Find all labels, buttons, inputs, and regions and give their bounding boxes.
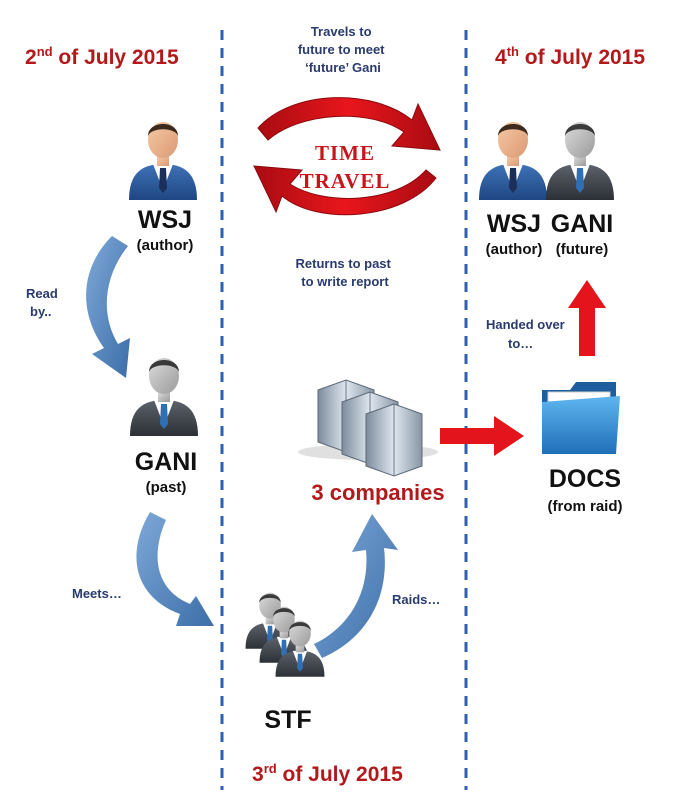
buildings-icon xyxy=(298,379,438,477)
gani-past-label: GANI xyxy=(135,448,198,476)
raids-arrow xyxy=(314,514,398,658)
meets-arrow xyxy=(136,512,214,626)
future-arrow xyxy=(257,97,441,151)
read-by-label: Read by.. xyxy=(26,286,61,319)
date-bottom: 3rd of July 2015 xyxy=(252,761,403,786)
docs-sub: (from raid) xyxy=(548,498,623,515)
time-label: TIME xyxy=(315,141,375,165)
time-travel-arrows xyxy=(253,97,441,216)
past-arrow xyxy=(253,165,437,216)
handed-over-arrow xyxy=(568,280,606,356)
businessman-icon xyxy=(129,122,197,200)
to-docs-arrow xyxy=(440,416,524,456)
businessman-grey-icon-right xyxy=(546,122,614,200)
companies-label: 3 companies xyxy=(311,480,444,505)
read-by-arrow xyxy=(86,236,130,378)
travels-note: Travels to future to meet ‘future’ Gani xyxy=(298,24,388,75)
businessman-grey-icon xyxy=(130,358,198,436)
businessman-icon-right xyxy=(479,122,547,200)
wsj-right-label: WSJ xyxy=(487,210,541,238)
date-left: 2nd of July 2015 xyxy=(25,44,179,69)
handed-over-label: Handed over to… xyxy=(486,317,568,351)
group-of-people-icon xyxy=(245,592,325,677)
folder-icon xyxy=(542,382,620,454)
meets-label: Meets… xyxy=(72,586,122,601)
wsj-right-sub: (author) xyxy=(486,241,543,258)
gani-future-label: GANI xyxy=(551,210,614,238)
wsj-left-label: WSJ xyxy=(138,206,192,234)
gani-future-sub: (future) xyxy=(556,241,609,258)
returns-note: Returns to past to write report xyxy=(296,256,395,289)
gani-past-sub: (past) xyxy=(146,479,187,496)
docs-label: DOCS xyxy=(549,465,621,493)
stf-label: STF xyxy=(264,706,311,734)
travel-label: TRAVEL xyxy=(300,169,391,193)
wsj-left-sub: (author) xyxy=(137,237,194,254)
raids-label: Raids… xyxy=(392,592,440,607)
date-right: 4th of July 2015 xyxy=(495,44,645,69)
